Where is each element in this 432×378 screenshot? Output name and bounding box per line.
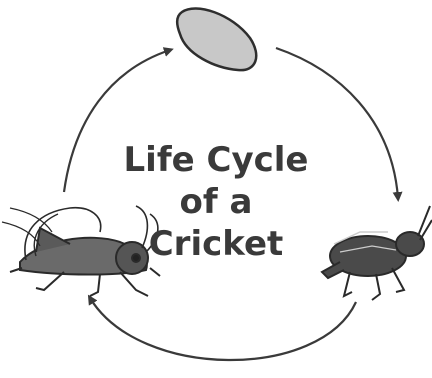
nymph-icon: [322, 206, 432, 300]
arrow-nymph-to-adult: [90, 298, 356, 360]
title-line-2: of a: [116, 182, 316, 222]
title-line-3: Cricket: [116, 224, 316, 264]
egg-icon: [177, 8, 256, 70]
title-line-1: Life Cycle: [116, 140, 316, 180]
